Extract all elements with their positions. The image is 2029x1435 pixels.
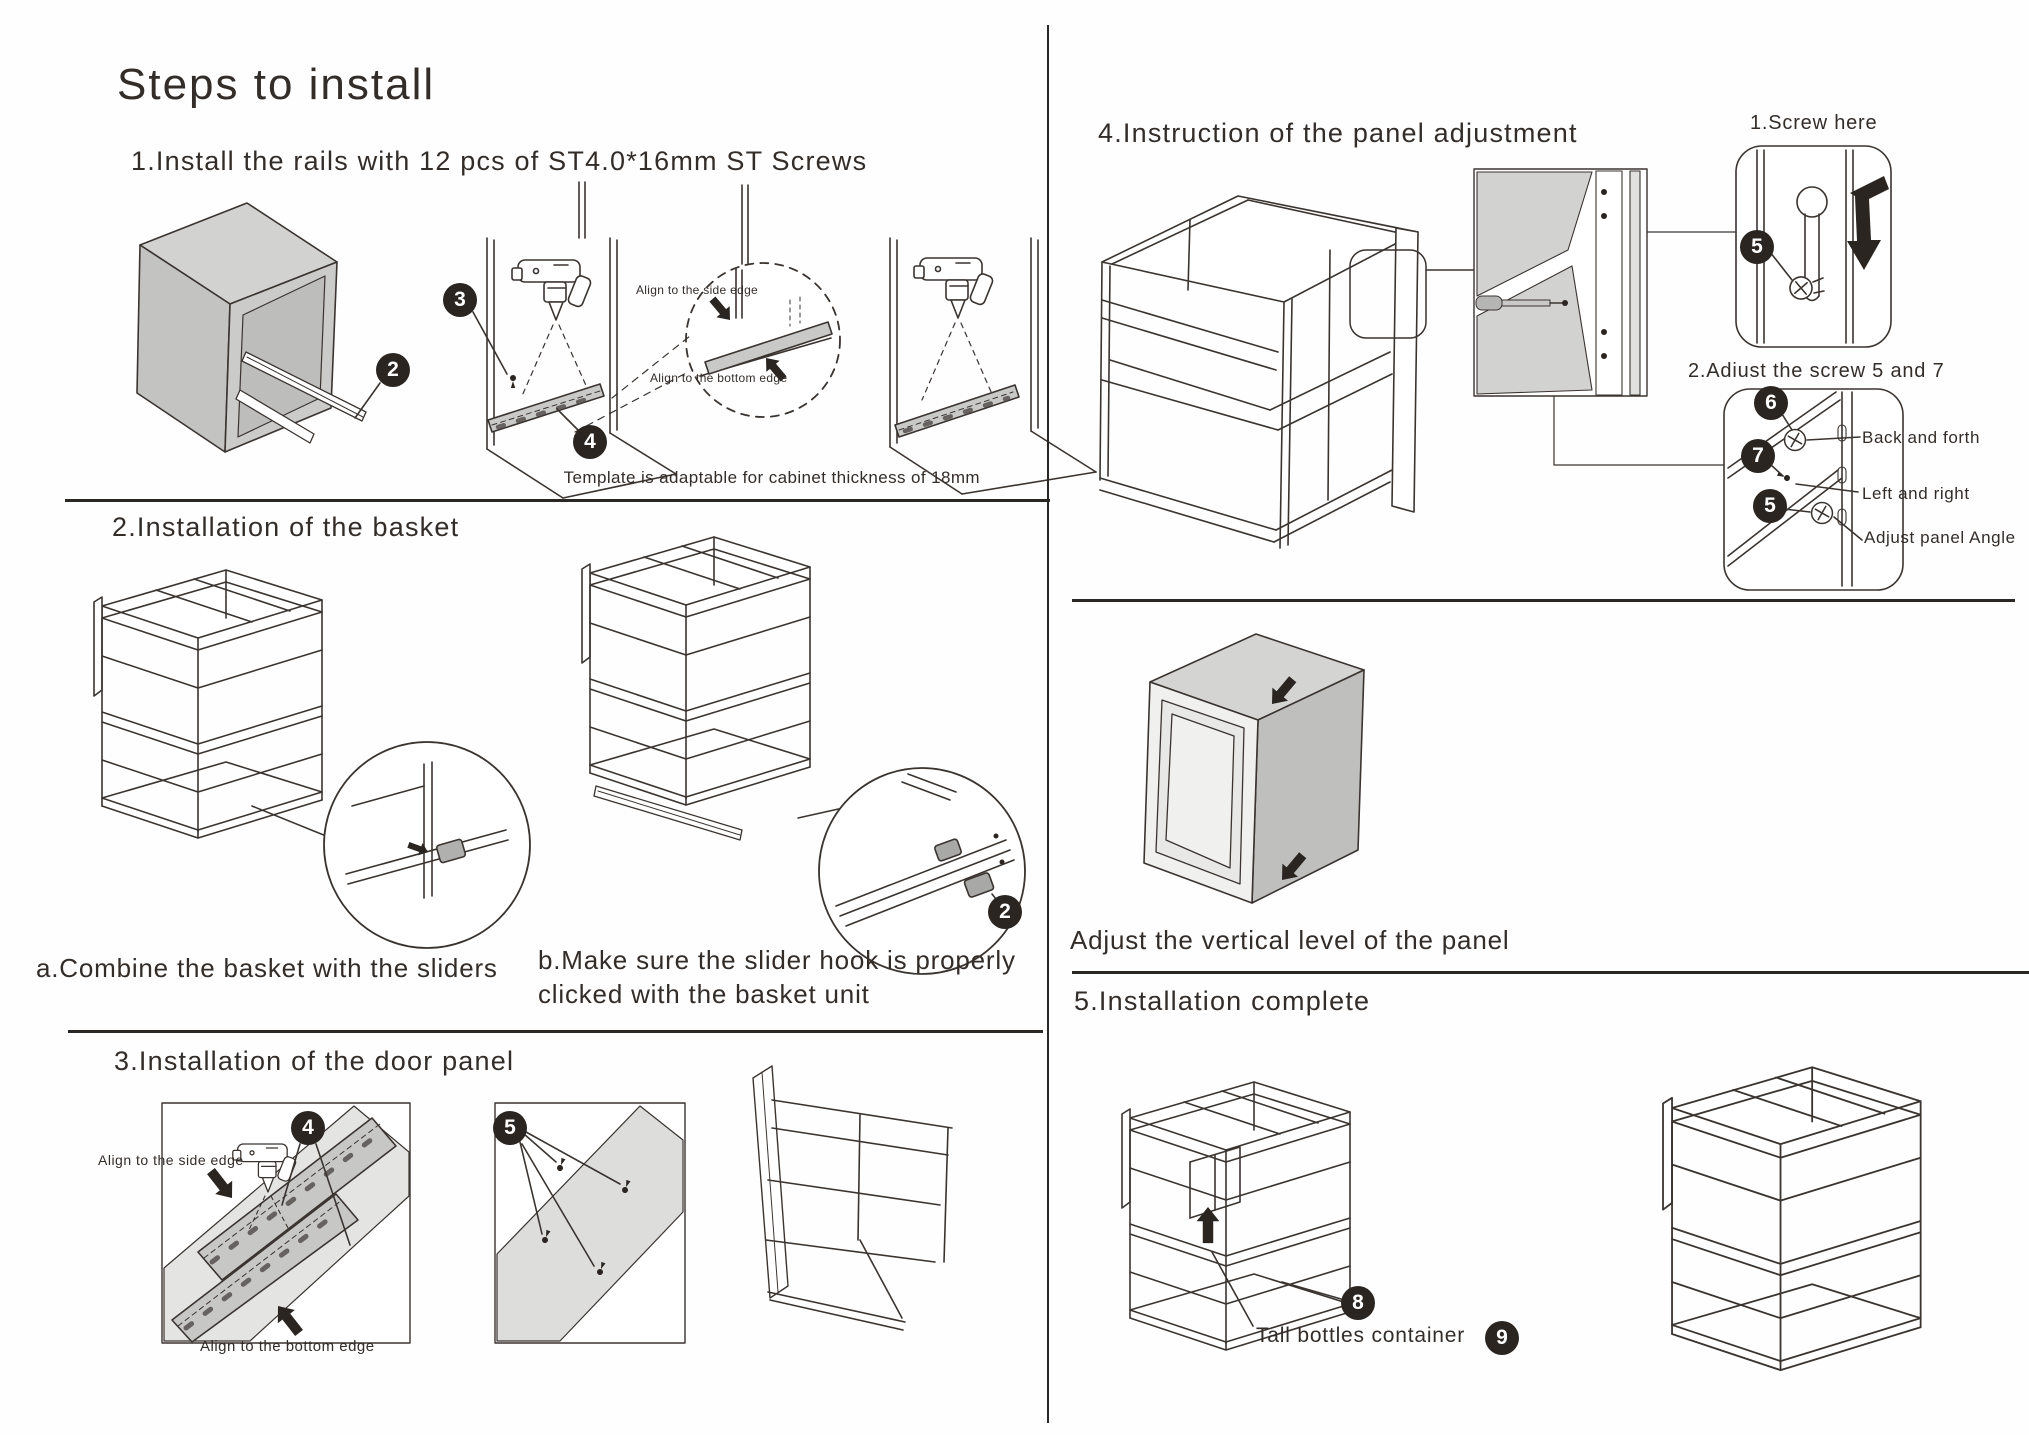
badge-adjust-7: 7 [1741,439,1775,473]
screw-icon [509,374,517,389]
step2-heading: 2.Installation of the basket [112,512,460,542]
step5-heading: 5.Installation complete [1074,986,1371,1016]
badge-screw-here: 5 [1740,230,1774,264]
divider-step4-middle [1072,599,2015,602]
badge-slider-hook: 2 [988,895,1022,929]
step2-caption-b-line2: clicked with the basket unit [538,979,870,1009]
step4-adjust-label: 2.Adiust the screw 5 and 7 [1688,360,1945,382]
adjust-area-highlight [1349,249,1427,339]
step2-caption-a: a.Combine the basket with the sliders [36,953,498,983]
page-title: Steps to install [117,60,436,109]
step1-align-bottom-label: Align to the bottom edge [650,371,788,385]
step3-align-bottom-label: Align to the bottom edge [200,1338,375,1355]
step1-template-note: Template is adaptable for cabinet thickn… [563,468,980,487]
step4-screw-here-label: 1.Screw here [1750,112,1878,134]
badge-door-screws: 5 [493,1111,527,1145]
illus-step4-cabinet [1099,195,1475,549]
step4-left-right-label: Left and right [1862,484,1970,503]
step5-container-label: Tall bottles container [1256,1324,1466,1347]
step1-heading: 1.Install the rails with 12 pcs of ST4.0… [131,146,868,176]
screwdriver-icon [1475,295,1503,311]
step2-caption-b-line1: b.Make sure the slider hook is properly [538,945,1016,975]
badge-container: 9 [1485,1321,1519,1355]
divider-vertical [1047,25,1049,1423]
drill-icon [511,259,593,321]
divider-step4-step5 [1072,971,2029,974]
badge-door-template: 4 [291,1111,325,1145]
step4-back-forth-label: Back and forth [1862,428,1981,447]
illus-step5-basket-container [1121,1081,1351,1351]
drill-icon [913,257,995,319]
illus-step2-basket-b [581,536,1026,975]
illus-step1-drill-right [889,237,1097,495]
badge-rail: 2 [376,353,410,387]
illus-step5-complete [1662,1066,1922,1372]
illus-step1-detail-circle [574,184,841,433]
step1-align-side-label: Align to the side edge [636,283,759,297]
illus-step4-detail-box [1473,168,1737,466]
screw-icon [1810,501,1834,525]
illus-step1-drill-left [472,181,677,499]
step4-angle-label: Adjust panel Angle [1864,528,2016,547]
badge-base: 8 [1341,1286,1375,1320]
illus-step1-cabinet-rails [136,202,381,453]
step3-align-side-label: Align to the side edge [98,1152,244,1168]
badge-adjust-6: 6 [1754,386,1788,420]
divider-step1-step2 [65,499,1050,502]
step4-vertical-caption: Adjust the vertical level of the panel [1070,925,1510,955]
slider-hook-icon [435,838,467,864]
illus-step4-wall-cabinet [1143,633,1365,904]
step4-heading: 4.Instruction of the panel adjustment [1098,118,1578,148]
illus-step4-adjust-screws [1723,388,1904,591]
badge-screw: 3 [443,283,477,317]
illus-step3-panel-box [494,1102,686,1344]
badge-adjust-5: 5 [1753,489,1787,523]
illus-step2-basket-a [93,569,531,949]
screw-icon [1783,428,1807,452]
step3-heading: 3.Installation of the door panel [114,1046,515,1076]
container-up-arrow-icon [1195,1206,1221,1244]
illus-step4-screw-here [1735,145,1892,348]
badge-template: 4 [573,425,607,459]
illus-step3-template-box [161,1102,411,1344]
slider-hook-icon [963,872,995,898]
divider-step2-step3 [68,1030,1043,1033]
slider-hook-icon [934,838,962,862]
illus-step3-assembled [752,1065,953,1331]
slide-down-arrow-icon [1847,176,1889,270]
